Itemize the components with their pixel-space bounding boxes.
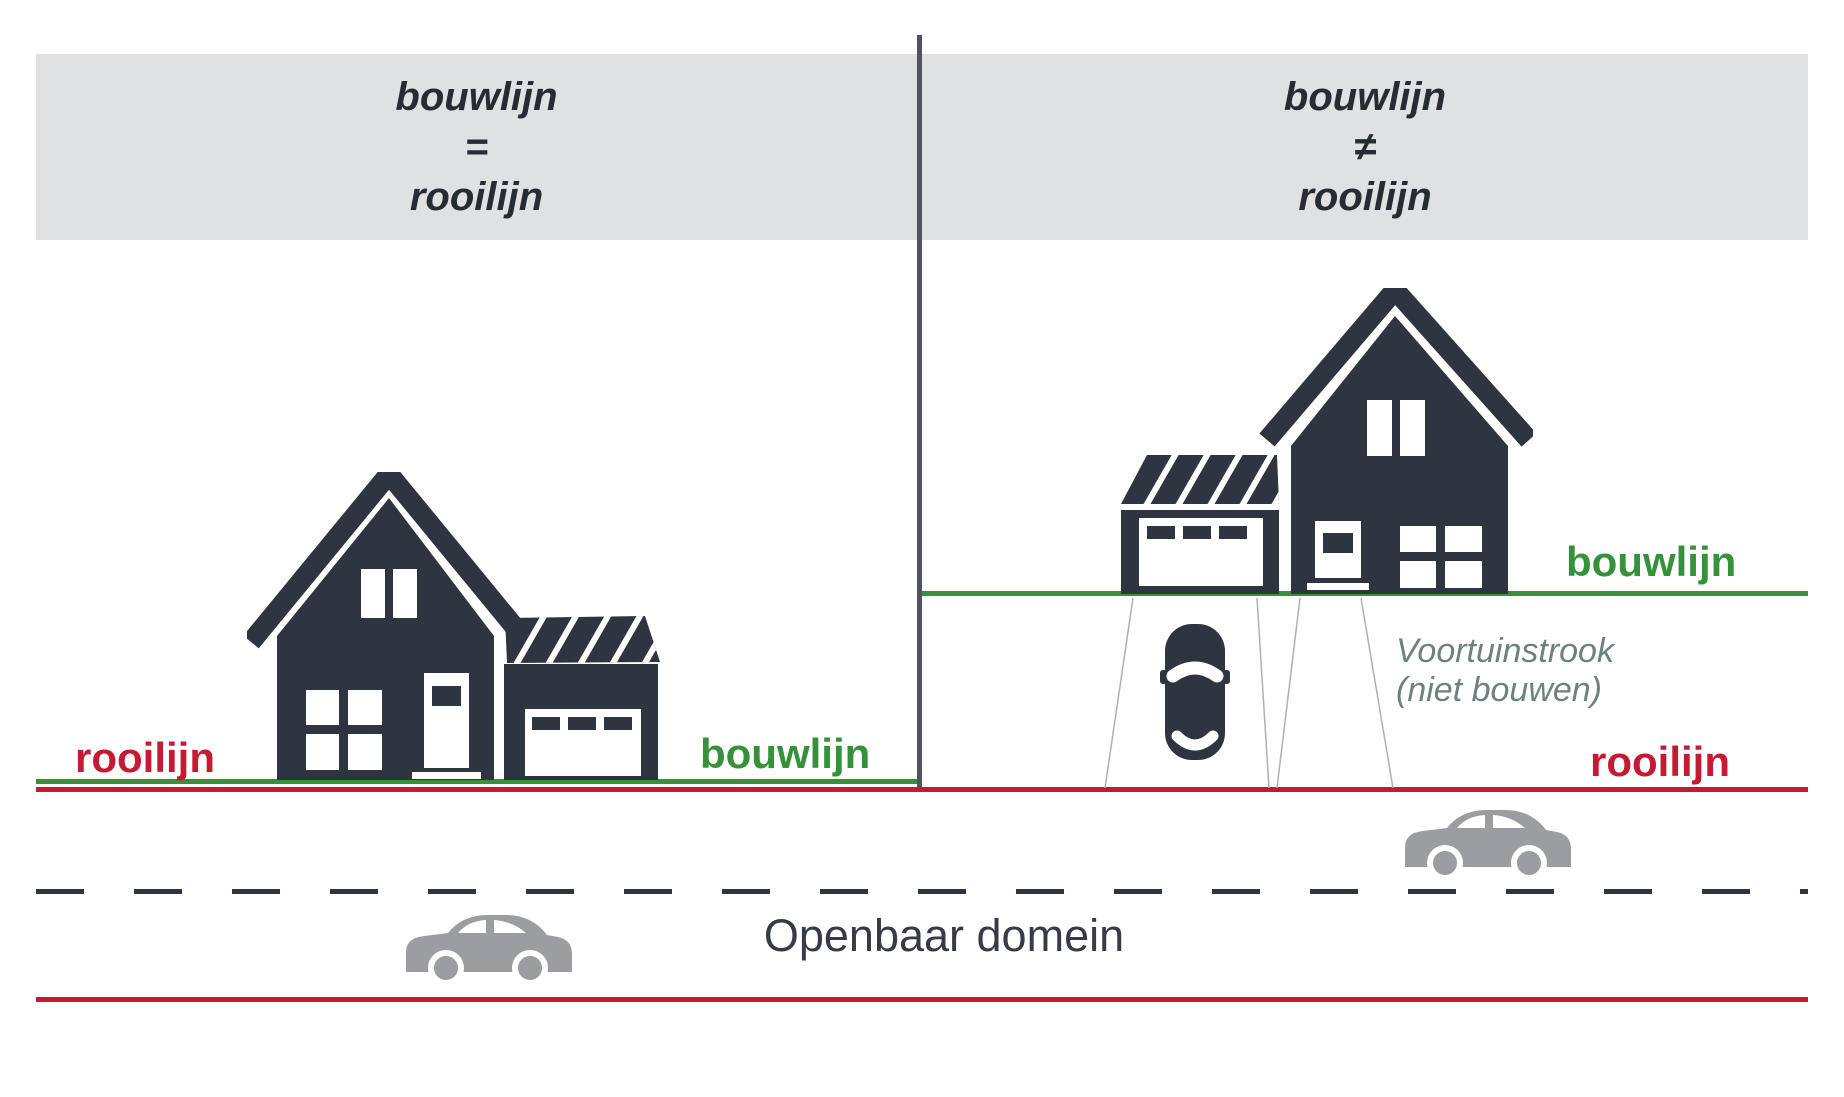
car-side-rear-window — [458, 920, 486, 933]
car-rear-window — [1171, 730, 1219, 751]
car-top-view-icon — [1160, 624, 1230, 760]
house-left-roof — [247, 472, 535, 649]
car-wheel — [428, 950, 464, 986]
house-right-gable-window — [1400, 400, 1425, 456]
garage-right-door-pane — [1219, 526, 1247, 539]
voortuinstrook-line2: (niet bouwen) — [1396, 671, 1603, 709]
garage-left-door-pane — [604, 717, 632, 730]
road-far-edge-line — [36, 997, 1808, 1002]
driveway-perspective-lines — [1104, 597, 1394, 789]
house-right-door-window — [1323, 533, 1353, 553]
panel-divider-line — [917, 35, 922, 792]
header-right-line2: ≠ — [1354, 125, 1376, 169]
rooilijn-label-right: rooilijn — [1590, 738, 1730, 785]
bouwlijn-label-right: bouwlijn — [1566, 538, 1737, 585]
car-side-front-window — [1493, 815, 1525, 828]
road-center-dashed-line — [36, 889, 1808, 894]
car-side-right-icon — [1405, 810, 1571, 881]
house-left-doorstep — [412, 772, 481, 779]
header-right-line1: bouwlijn — [1283, 75, 1447, 119]
rooilijn-line — [36, 787, 1808, 792]
header-left: bouwlijn = rooilijn — [36, 58, 917, 236]
garage-right-roof-stripes — [1136, 455, 1279, 504]
garage-right-roof — [1121, 455, 1279, 504]
house-left-gable-window — [361, 569, 385, 618]
house-left-door-window — [432, 686, 461, 706]
header-left-line1: bouwlijn — [395, 75, 558, 119]
voortuinstrook-annotation: Voortuinstrook (niet bouwen) — [1396, 632, 1614, 710]
garage-left-door-pane — [532, 717, 560, 730]
car-windshield — [1166, 661, 1224, 683]
house-right-icon — [1121, 288, 1533, 594]
house-right-roof — [1259, 288, 1533, 447]
header-right-line3: rooilijn — [1298, 175, 1432, 219]
house-right-gable-window — [1367, 400, 1392, 456]
bouwlijn-line-left — [36, 779, 917, 784]
house-left-gable-window — [393, 569, 417, 618]
car-top-body — [1165, 624, 1225, 760]
garage-right-door-pane — [1183, 526, 1211, 539]
car-side-left-icon — [406, 915, 572, 986]
house-right-doorstep — [1307, 583, 1369, 590]
header-band — [36, 54, 1808, 240]
voortuinstrook-line1: Voortuinstrook — [1396, 632, 1614, 670]
garage-left-door-pane — [568, 717, 596, 730]
car-wheel — [1427, 845, 1463, 881]
car-wheel — [1511, 845, 1547, 881]
house-left-icon — [247, 472, 660, 780]
bouwlijn-label-left: bouwlijn — [700, 730, 871, 777]
garage-right-door-pane — [1147, 526, 1175, 539]
header-left-line2: = — [464, 125, 489, 169]
rooilijn-label-left: rooilijn — [75, 734, 215, 781]
car-wheel — [512, 950, 548, 986]
car-side-rear-window — [1457, 815, 1485, 828]
car-side-front-window — [494, 920, 526, 933]
header-left-line3: rooilijn — [409, 175, 544, 219]
openbaar-domein-label: Openbaar domein — [763, 910, 1125, 961]
header-right: bouwlijn ≠ rooilijn — [922, 58, 1808, 236]
